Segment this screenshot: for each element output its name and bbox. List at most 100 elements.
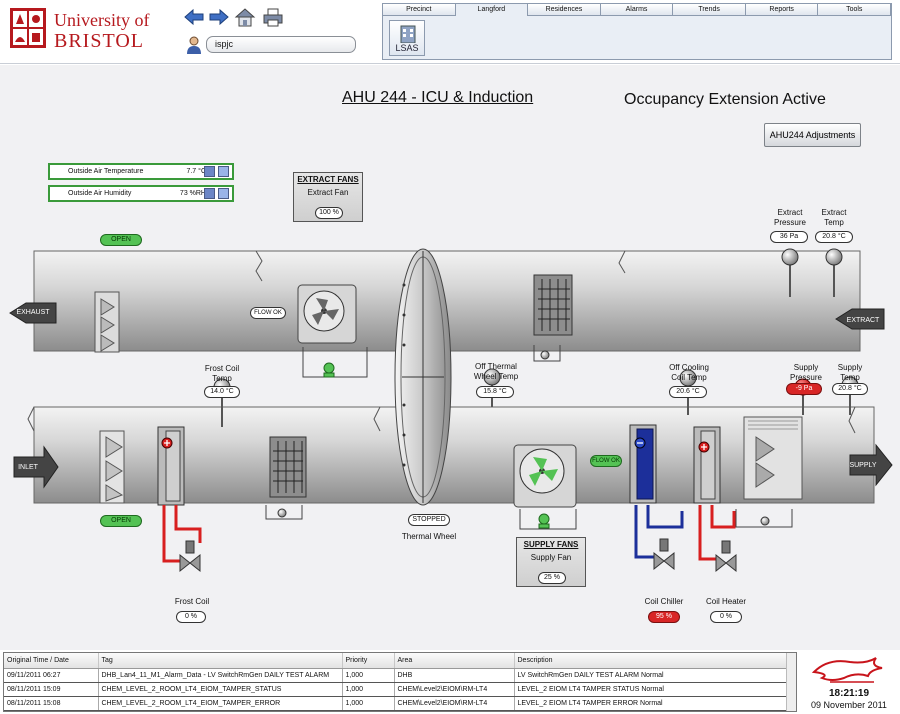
supply-flow-status: FLOW OK [590,455,622,467]
extract-flow-status: FLOW OK [250,307,286,319]
tab-alarms[interactable]: Alarms [600,4,674,16]
forward-arrow-icon[interactable] [208,7,230,27]
inlet-arrow [13,445,59,489]
lsas-label: LSAS [395,43,419,53]
outside-temperature-details-icon[interactable] [204,166,215,177]
coil-chiller-valve-value: 95 % [648,611,680,623]
tab-reports[interactable]: Reports [745,4,819,16]
cougar-logo-icon [811,657,883,683]
off-cooling-coil-temp-value: 20.6 °C [669,386,707,398]
alarm-table: Original Time / Date Tag Priority Area D… [4,653,787,711]
coil-heater-label: Coil Heater [705,597,746,606]
supply-pressure-value: -9 Pa [786,383,822,395]
logo-text-line2: BRISTOL [54,30,144,52]
frost-coil-valve [179,540,201,573]
university-crest-icon [10,8,46,48]
extract-fan-label: Extract Fan [307,188,349,197]
extract-fan [297,284,368,378]
brand-clock-panel: 18:21:19 09 November 2011 [800,652,898,712]
off-thermal-wheel-temp-value: 15.8 °C [476,386,514,398]
alarm-header-row: Original Time / Date Tag Priority Area D… [4,653,787,669]
extract-filter [533,274,573,336]
alarm-scrollbar[interactable] [786,653,796,711]
table-row[interactable]: 08/11/2011 15:09 CHEM_LEVEL_2_ROOM_LT4_E… [4,682,787,697]
alarm-area: CHEM\Level2\EIOM\RM-LT4 [394,682,515,697]
column-header-area[interactable]: Area [394,653,515,669]
building-icon [400,25,416,43]
supply-fans-panel[interactable]: SUPPLY FANS Supply Fan 25 % [516,537,586,587]
outside-humidity-details-icon[interactable] [204,188,215,199]
heater-valve [715,540,737,573]
tab-langford[interactable]: Langford [455,4,529,16]
column-header-priority[interactable]: Priority [342,653,395,669]
page-title: AHU 244 - ICU & Induction [342,89,534,106]
thermal-wheel-label: Thermal Wheel [401,532,457,541]
column-header-tag[interactable]: Tag [98,653,343,669]
exhaust-damper-status: OPEN [100,234,142,246]
supply-fans-title: SUPPLY FANS [523,540,579,549]
tab-precinct[interactable]: Precinct [383,4,456,16]
tab-residences[interactable]: Residences [528,4,601,16]
coil-chiller-label: Coil Chiller [644,597,684,606]
tab-tools[interactable]: Tools [818,4,892,16]
supply-fan [513,444,577,530]
exhaust-damper [94,291,120,353]
lsas-button[interactable]: LSAS [389,20,425,56]
supply-label: SUPPLY [849,462,877,469]
alarm-description: LEVEL_2 EIOM LT4 TAMPER ERROR Normal [514,696,787,711]
alarm-area: CHEM\Level2\EIOM\RM-LT4 [394,696,515,711]
extract-pressure-value: 36 Pa [770,231,808,243]
print-icon[interactable] [262,7,284,27]
column-header-description[interactable]: Description [514,653,787,669]
alarm-priority: 1,000 [342,668,395,683]
thermal-wheel-status: STOPPED [408,514,450,526]
frost-coil-label: Frost Coil [174,597,210,606]
alarm-description: LV SwitchRmGen DAILY TEST ALARM Normal [514,668,787,683]
table-row[interactable]: 08/11/2011 15:08 CHEM_LEVEL_2_ROOM_LT4_E… [4,696,787,711]
user-icon [187,36,201,54]
inlet-label: INLET [18,464,38,471]
tab-bar: Precinct Langford Residences Alarms Tren… [383,4,892,16]
tab-trends[interactable]: Trends [673,4,746,16]
clock-time: 18:21:19 [828,688,870,699]
outside-temperature-box: Outside Air Temperature 7.7 °C [48,163,234,180]
exhaust-arrow [9,302,57,324]
alarm-time: 09/11/2011 06:27 [4,668,99,683]
ahu-schematic [9,248,893,573]
silencer [743,416,803,500]
thermal-wheel [394,248,452,506]
home-icon[interactable] [234,7,256,27]
back-arrow-icon[interactable] [183,7,205,27]
column-header-time[interactable]: Original Time / Date [4,653,99,669]
extract-fan-speed: 100 % [315,207,343,219]
outside-humidity-trend-icon[interactable] [218,188,229,199]
alarm-time: 08/11/2011 15:08 [4,696,99,711]
inlet-damper [99,430,125,504]
table-row[interactable]: 09/11/2011 06:27 DHB_Lan4_11_M1_Alarm_Da… [4,668,787,683]
supply-fan-speed: 25 % [538,572,566,584]
user-field: ispjc [206,36,356,53]
extract-fans-panel[interactable]: EXTRACT FANS Extract Fan 100 % [293,172,363,222]
clock-date: 09 November 2011 [811,700,887,710]
occupancy-status: Occupancy Extension Active [624,91,826,108]
outside-humidity-label: Outside Air Humidity [68,190,132,197]
outside-humidity-box: Outside Air Humidity 73 %RH [48,185,234,202]
supply-temp-value: 20.8 °C [832,383,868,395]
heating-coil [693,426,721,504]
chiller-valve [653,538,675,571]
alarm-area: DHB [394,668,515,683]
inlet-damper-status: OPEN [100,515,142,527]
outside-temperature-trend-icon[interactable] [218,166,229,177]
outside-temperature-value: 7.7 °C [186,168,206,175]
adjustments-button[interactable]: AHU244 Adjustments [764,123,861,147]
frost-coil [157,426,185,506]
supply-filter [269,436,307,498]
extract-arrow [835,308,885,330]
